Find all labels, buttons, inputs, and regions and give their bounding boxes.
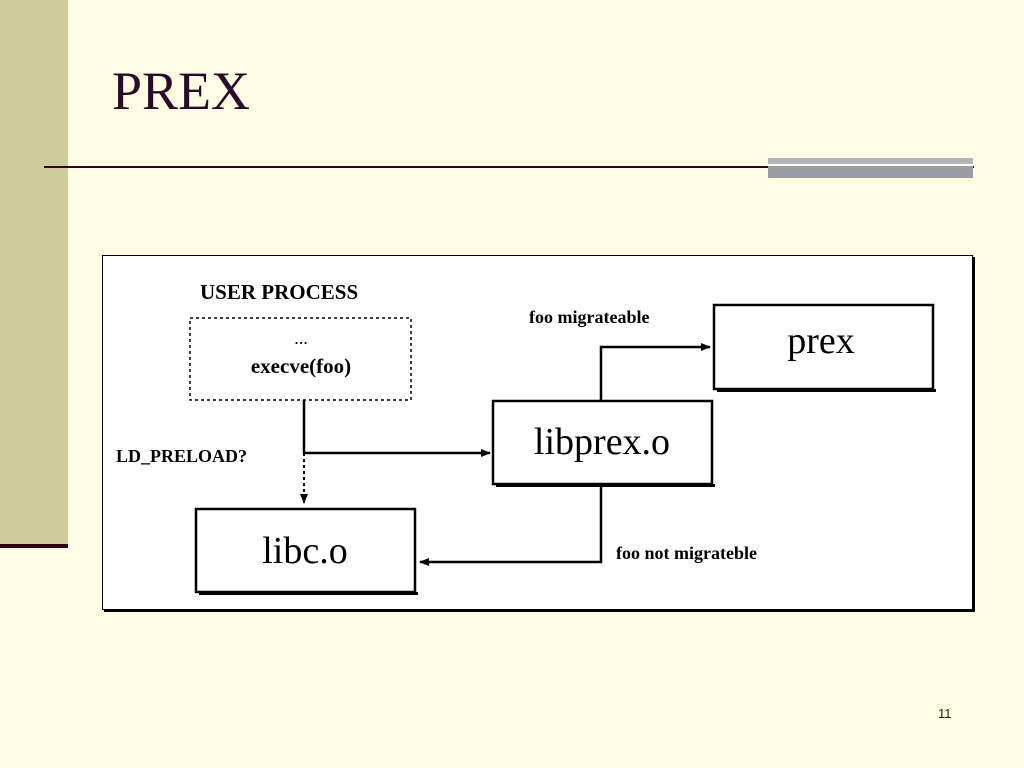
libc-label: libc.o: [262, 530, 347, 572]
migrateable-label: foo migrateable: [529, 307, 649, 327]
page-number: 11: [938, 706, 952, 721]
user-process-label: USER PROCESS: [200, 280, 358, 304]
libprex-label: libprex.o: [534, 421, 670, 463]
execve-call-label: execve(foo): [251, 354, 351, 378]
preload-arrow: [302, 400, 491, 457]
slide-title: PREX: [112, 61, 251, 121]
prex-flow-diagram: USER PROCESS ... execve(foo) LD_PRELOAD?…: [116, 280, 936, 595]
migrateable-arrow: [599, 343, 711, 401]
user-process-box: [189, 317, 412, 401]
prex-box: [712, 303, 935, 391]
ld-preload-label: LD_PRELOAD?: [116, 446, 247, 466]
title-divider-accent: [768, 158, 973, 178]
diagram-frame: USER PROCESS ... execve(foo) LD_PRELOAD?…: [102, 255, 973, 610]
left-sidebar-decoration: [0, 0, 68, 546]
prex-box-shadow: [717, 389, 936, 392]
prex-label: prex: [787, 320, 855, 362]
left-sidebar-underline: [0, 544, 68, 548]
not-migrateable-arrow: [419, 487, 603, 566]
title-divider: [44, 166, 974, 168]
user-process-ellipsis: ...: [294, 328, 308, 348]
libprex-box-shadow: [496, 484, 715, 487]
not-migrateable-label: foo not migrateble: [616, 543, 757, 563]
libprex-box: [491, 399, 714, 486]
libc-box-shadow: [199, 592, 418, 595]
